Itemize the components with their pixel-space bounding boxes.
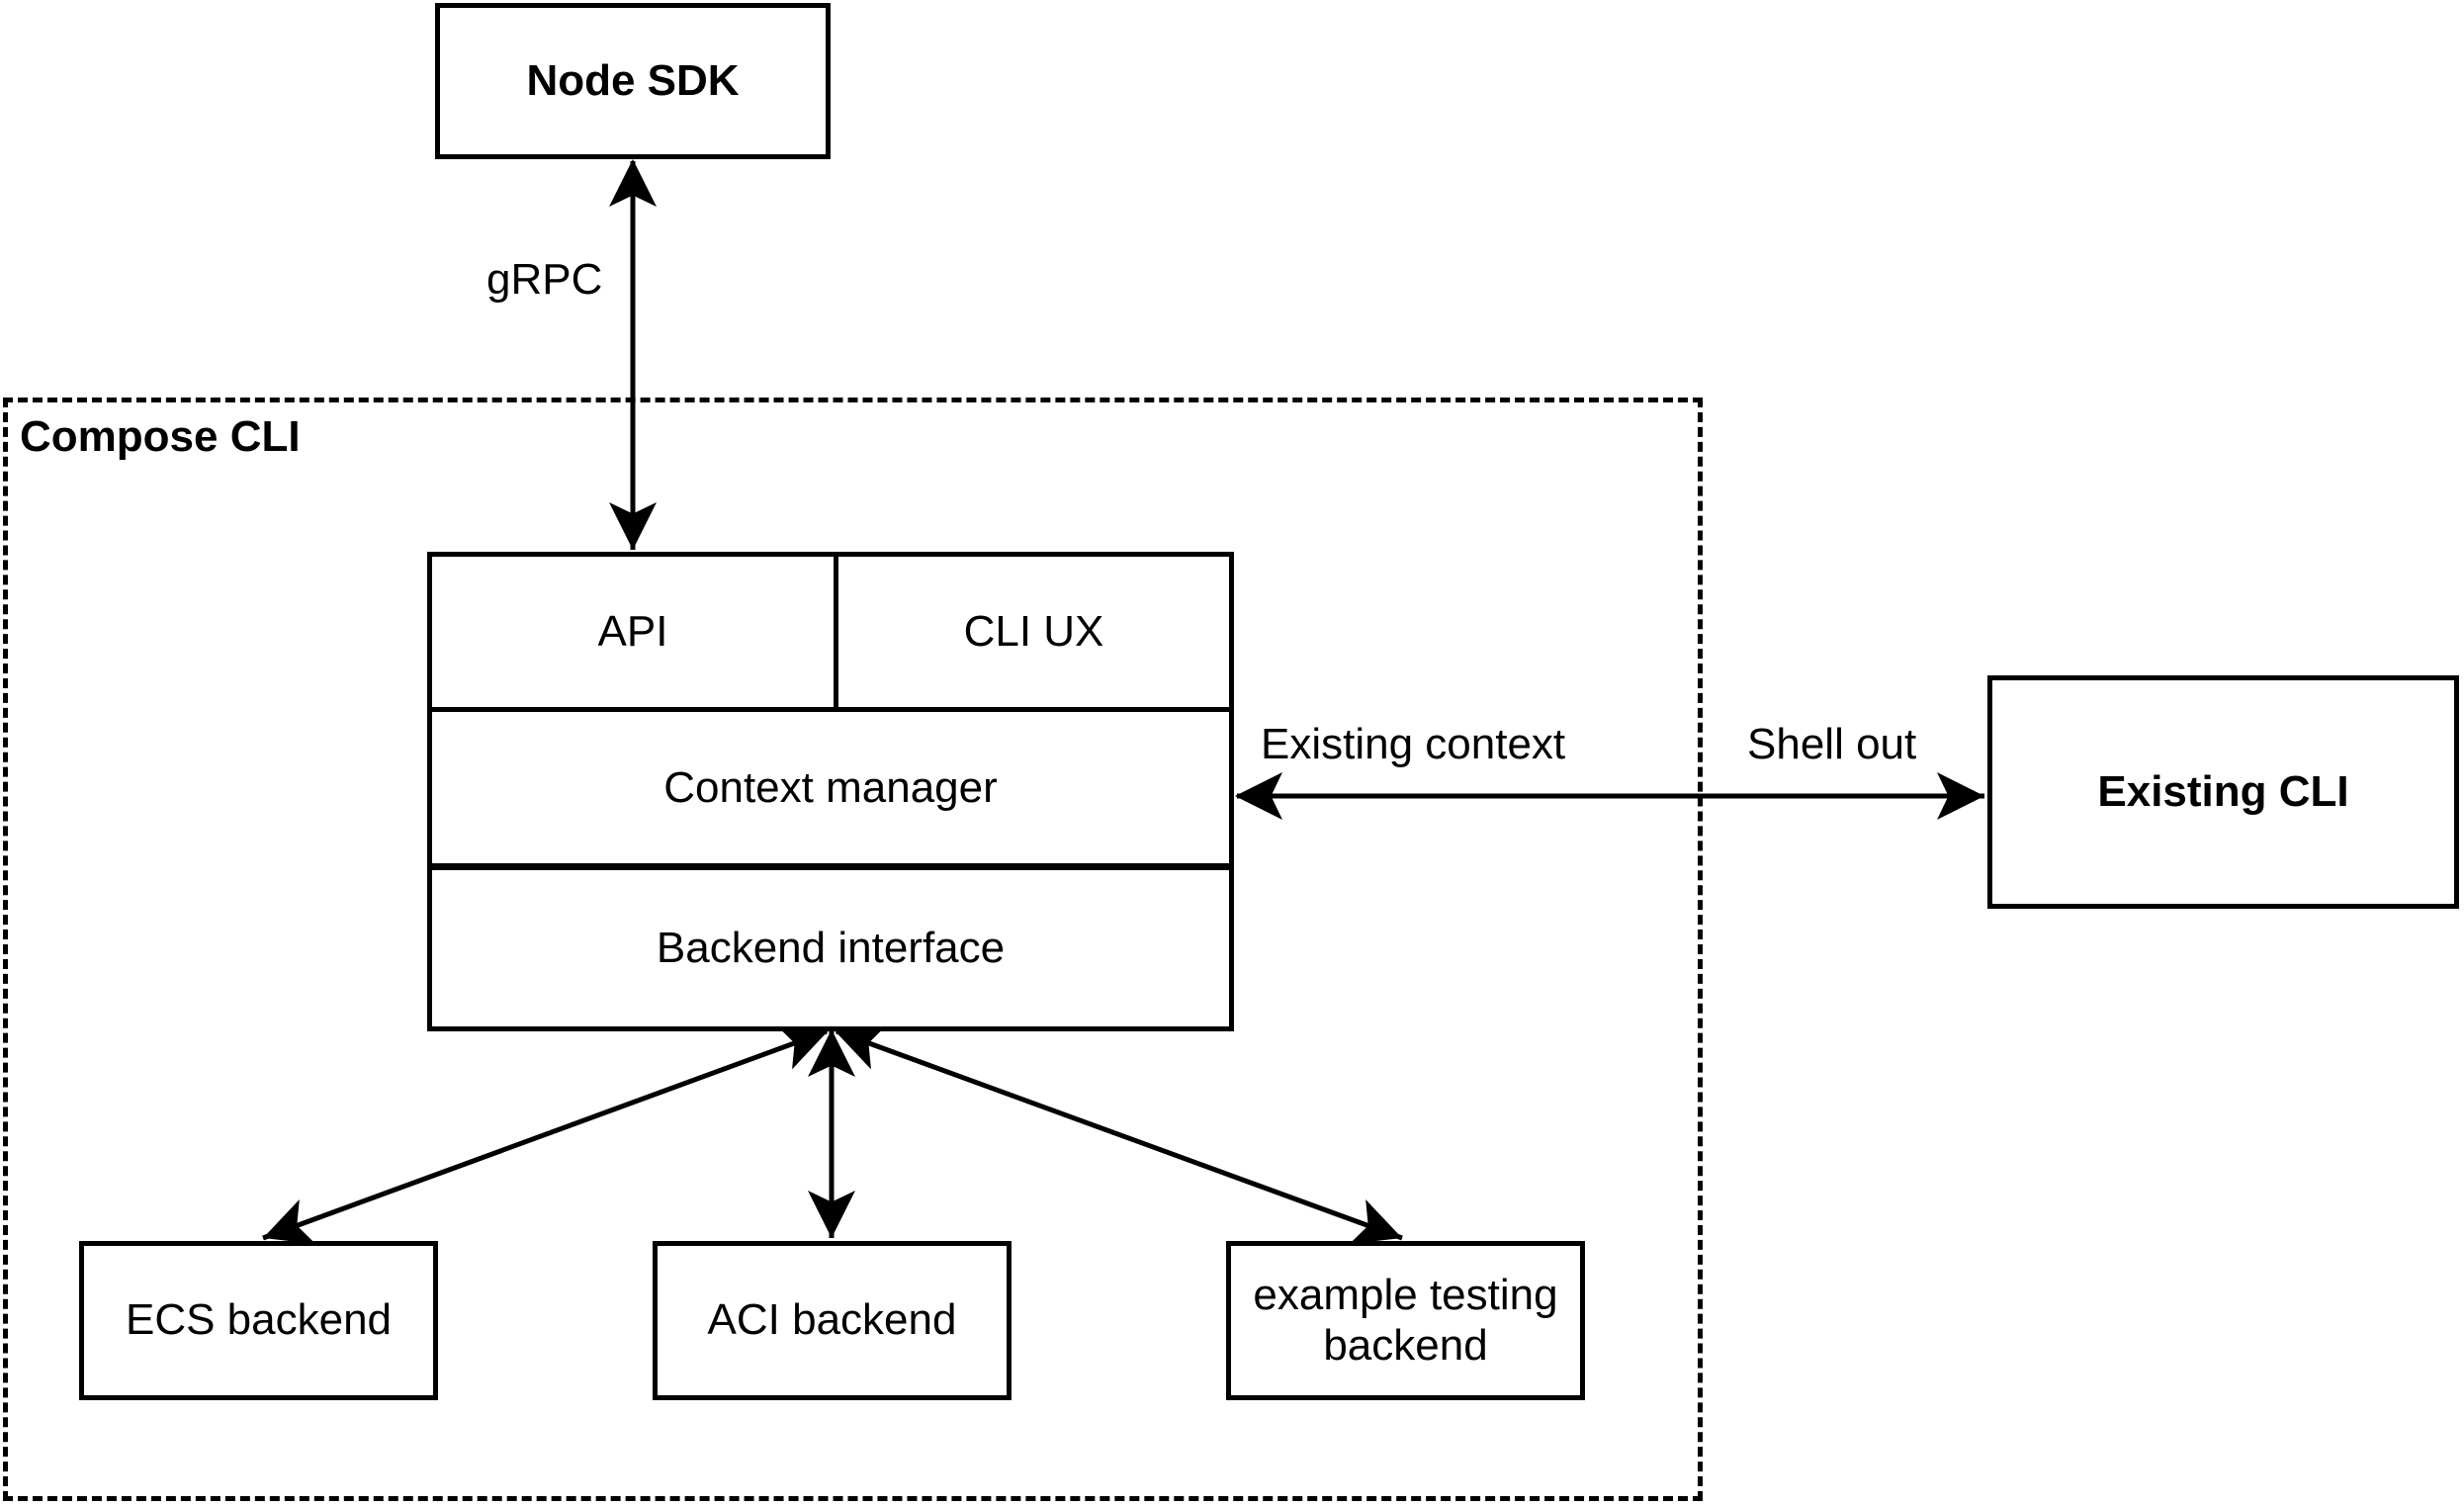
shell-out-edge-label: Shell out bbox=[1747, 720, 1917, 768]
api-box[interactable]: API bbox=[427, 552, 838, 712]
context-manager-label: Context manager bbox=[663, 762, 998, 812]
node-sdk-label: Node SDK bbox=[526, 55, 740, 105]
existing-cli-label: Existing CLI bbox=[2097, 766, 2349, 816]
compose-cli-boundary-label: Compose CLI bbox=[20, 412, 301, 461]
existing-context-edge-label: Existing context bbox=[1261, 720, 1566, 768]
ecs-backend-label: ECS backend bbox=[125, 1295, 393, 1345]
aci-backend-label: ACI backend bbox=[707, 1295, 957, 1345]
compose-cli-boundary bbox=[3, 398, 1703, 1501]
cli-ux-label: CLI UX bbox=[963, 607, 1104, 656]
backend-interface-label: Backend interface bbox=[656, 924, 1006, 972]
example-testing-backend-label-line1: example testing bbox=[1253, 1271, 1558, 1320]
grpc-edge-label: gRPC bbox=[486, 255, 603, 304]
cli-ux-box[interactable]: CLI UX bbox=[834, 552, 1234, 712]
backend-interface-box[interactable]: Backend interface bbox=[427, 865, 1234, 1031]
node-sdk-box[interactable]: Node SDK bbox=[435, 3, 831, 159]
example-testing-backend-label-line2: backend bbox=[1323, 1320, 1488, 1370]
existing-cli-box[interactable]: Existing CLI bbox=[1987, 675, 2459, 909]
aci-backend-box[interactable]: ACI backend bbox=[653, 1241, 1012, 1400]
context-manager-box[interactable]: Context manager bbox=[427, 707, 1234, 868]
ecs-backend-box[interactable]: ECS backend bbox=[79, 1241, 438, 1400]
example-testing-backend-box[interactable]: example testing backend bbox=[1226, 1241, 1585, 1400]
api-label: API bbox=[597, 607, 668, 656]
